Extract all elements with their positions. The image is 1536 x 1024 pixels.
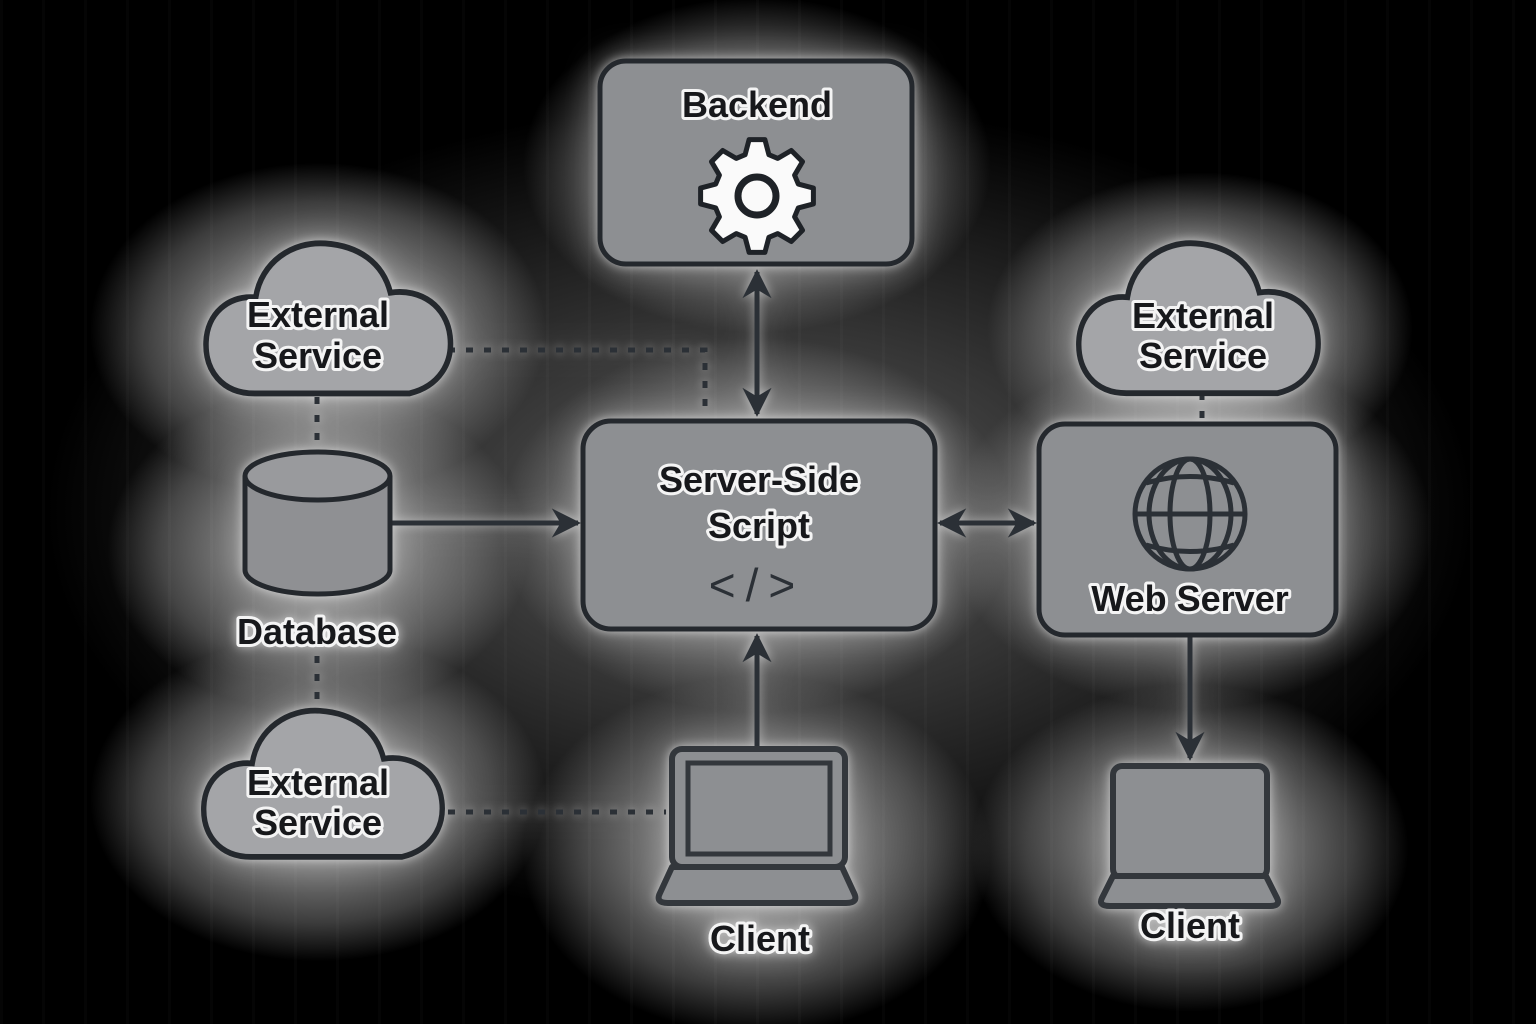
laptop-icon <box>1098 763 1282 909</box>
script-label-line2: Script <box>708 505 810 546</box>
client-right-node: Client <box>1098 763 1282 949</box>
external-service-label-line2: Service <box>1139 335 1267 376</box>
client-bottom-node: Client <box>655 746 859 962</box>
web-server-node: Web Server <box>1036 421 1339 638</box>
external-service-label-line1: External <box>247 762 389 803</box>
server-side-script-node: Server-Side Script </> <box>580 418 938 632</box>
external-service-label-line2: Service <box>254 335 382 376</box>
laptop-icon <box>655 746 859 906</box>
script-label-line1: Server-Side <box>659 459 859 500</box>
backend-label: Backend <box>682 84 832 125</box>
client-label: Client <box>710 918 810 959</box>
external-service-label-line2: Service <box>254 802 382 843</box>
database-node: Database <box>234 449 400 655</box>
external-service-top-right-node: External Service <box>1079 243 1318 393</box>
client-label: Client <box>1140 905 1240 946</box>
gear-icon <box>698 137 816 255</box>
web-server-label: Web Server <box>1091 578 1288 619</box>
edge-externalservice-script-dotted <box>448 347 708 416</box>
globe-icon <box>1132 456 1248 572</box>
external-service-bottom-left-node: External Service <box>204 711 443 857</box>
external-service-label-line1: External <box>247 294 389 335</box>
backend-node: Backend <box>597 58 915 267</box>
database-label: Database <box>237 611 397 652</box>
external-service-top-left-node: External Service <box>206 243 451 393</box>
database-cylinder-icon <box>242 449 393 597</box>
external-service-label-line1: External <box>1132 295 1274 336</box>
code-icon: </> <box>709 559 806 611</box>
